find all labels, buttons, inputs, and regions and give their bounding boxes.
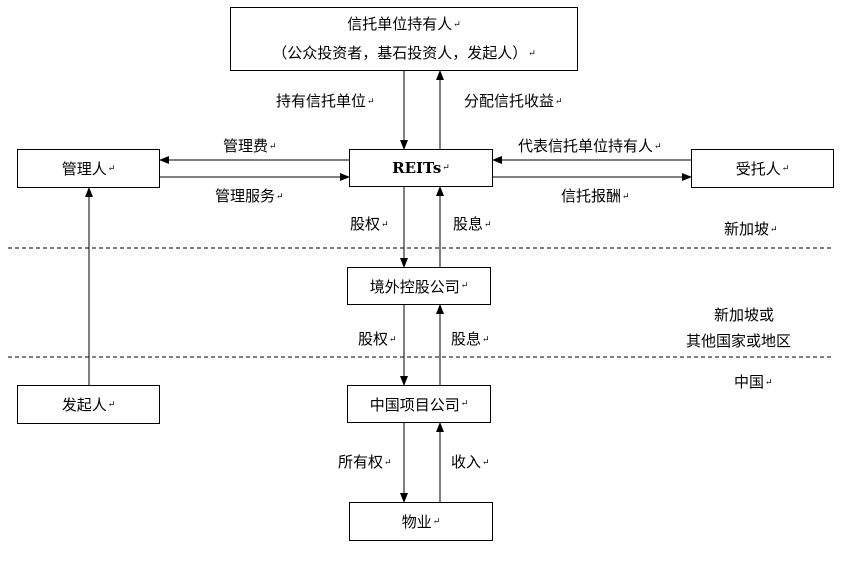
unit-holder-title: 信托单位持有人↵	[347, 15, 461, 33]
manager-box: 管理人↵	[17, 149, 160, 188]
offshore-holding-box: 境外控股公司↵	[347, 267, 491, 305]
label-dividend-1: 股息↵	[453, 215, 492, 233]
label-represent-holders: 代表信托单位持有人↵	[518, 137, 662, 155]
label-revenue: 收入↵	[451, 453, 490, 471]
label-ownership: 所有权↵	[338, 453, 392, 471]
region-label-singapore-or-other: 新加坡或	[714, 306, 775, 324]
label-trust-fee: 信托报酬↵	[561, 187, 630, 205]
unit-holder-subtitle: （公众投资者，基石投资人，发起人）↵	[272, 44, 536, 62]
label-hold-units: 持有信托单位↵	[276, 92, 375, 110]
property-box: 物业↵	[349, 502, 493, 541]
reits-box: REITs↵	[349, 149, 493, 187]
region-label-singapore: 新加坡↵	[724, 220, 778, 238]
label-equity-1: 股权↵	[350, 215, 389, 233]
china-project-box: 中国项目公司↵	[347, 385, 491, 423]
region-label-other-countries: 其他国家或地区	[686, 332, 792, 350]
label-dividend-2: 股息↵	[451, 330, 490, 348]
unit-holder-box: 信托单位持有人↵ （公众投资者，基石投资人，发起人）↵	[230, 7, 578, 71]
label-distribute-income: 分配信托收益↵	[464, 92, 563, 110]
label-management-service: 管理服务↵	[215, 187, 284, 205]
region-label-china: 中国↵	[734, 373, 773, 391]
sponsor-box: 发起人↵	[17, 385, 160, 424]
trustee-box: 受托人↵	[691, 149, 834, 188]
label-management-fee: 管理费↵	[223, 137, 277, 155]
label-equity-2: 股权↵	[358, 330, 397, 348]
